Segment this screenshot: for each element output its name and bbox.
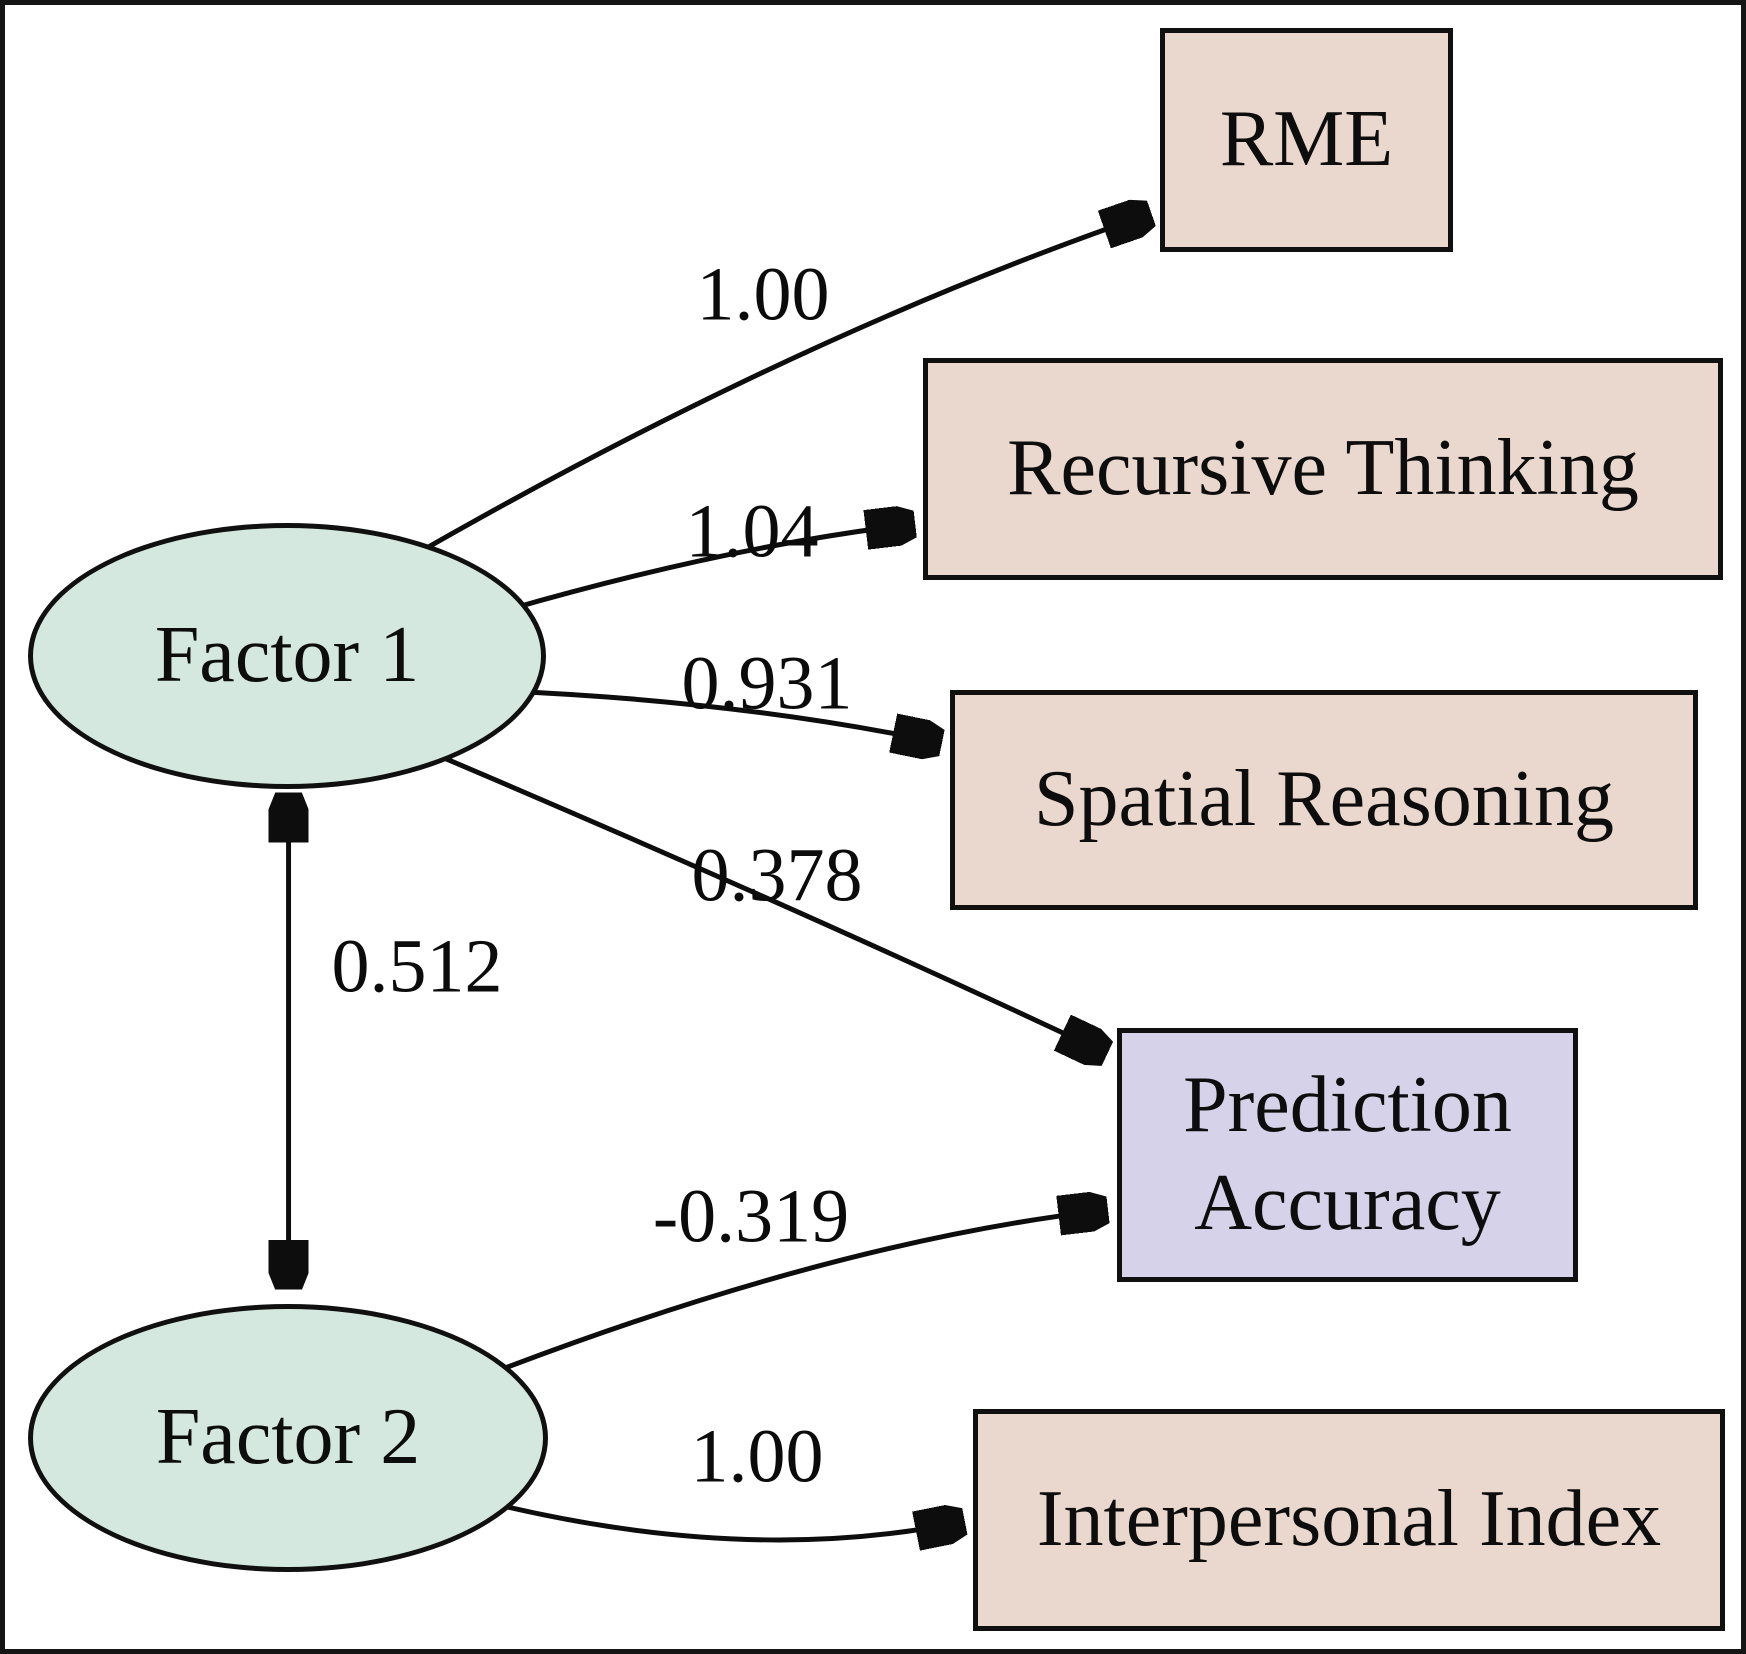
coef-factor2-prediction-accuracy: -0.319 — [652, 1174, 850, 1259]
observed-recursive-thinking-label: Recursive Thinking — [1007, 424, 1639, 513]
observed-interpersonal-index-label: Interpersonal Index — [1036, 1475, 1662, 1564]
observed-prediction-accuracy-label: Prediction Accuracy — [1183, 1057, 1512, 1252]
loading-path-factor2-interpersonal-index — [461, 1493, 957, 1540]
loading-path-factor2-prediction-accuracy — [481, 1211, 1100, 1379]
prediction-accuracy-line1: Prediction — [1183, 1061, 1512, 1150]
observed-rme-label: RME — [1219, 95, 1394, 184]
paths-layer — [5, 5, 1741, 1649]
observed-spatial-reasoning-label: Spatial Reasoning — [1034, 755, 1614, 844]
coef-factor1-spatial-reasoning: 0.931 — [681, 641, 853, 726]
observed-spatial-reasoning-node: Spatial Reasoning — [950, 690, 1698, 910]
observed-interpersonal-index-node: Interpersonal Index — [973, 1409, 1725, 1631]
observed-rme-node: RME — [1160, 28, 1453, 252]
latent-factor-2-node: Factor 2 — [28, 1304, 548, 1572]
loading-path-factor1-rme — [401, 216, 1144, 564]
coef-factor1-recursive-thinking: 1.04 — [685, 489, 819, 574]
prediction-accuracy-line2: Accuracy — [1194, 1159, 1501, 1247]
latent-factor-1-label: Factor 1 — [154, 611, 420, 700]
loading-path-factor1-spatial-reasoning — [502, 688, 934, 742]
loading-path-factor1-prediction-accuracy — [401, 738, 1101, 1051]
coef-factor1-prediction-accuracy: 0.378 — [691, 833, 863, 918]
observed-prediction-accuracy-node: Prediction Accuracy — [1117, 1028, 1578, 1282]
loading-path-factor1-recursive-thinking — [501, 525, 908, 614]
coef-factor1-rme: 1.00 — [696, 252, 830, 337]
observed-recursive-thinking-node: Recursive Thinking — [923, 358, 1723, 580]
latent-factor-1-node: Factor 1 — [28, 523, 546, 789]
coef-covariance-factor1-factor2: 0.512 — [331, 924, 503, 1009]
latent-factor-2-label: Factor 2 — [155, 1393, 421, 1482]
coef-factor2-interpersonal-index: 1.00 — [690, 1414, 824, 1499]
